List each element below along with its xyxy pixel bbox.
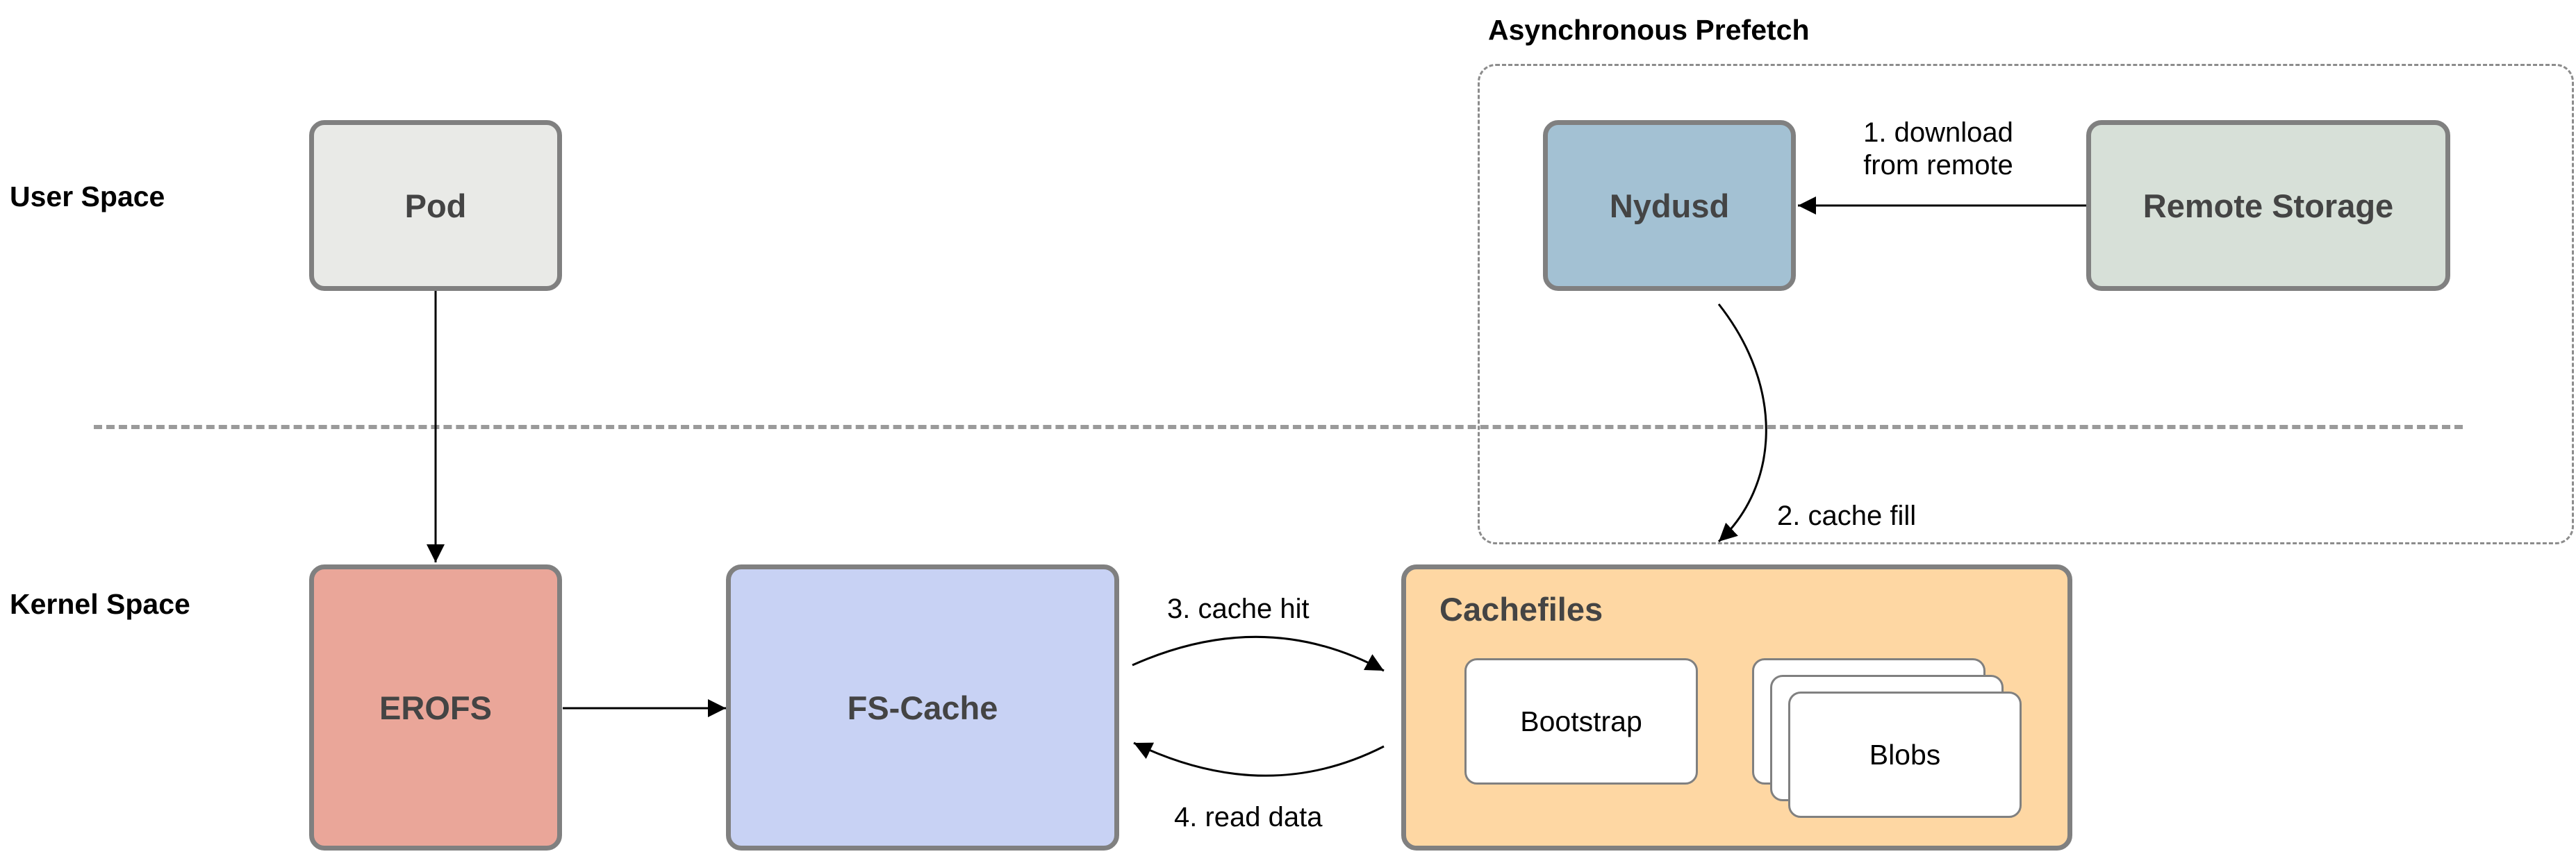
nydusd-node: Nydusd — [1543, 120, 1796, 291]
edge-cache-hit — [1132, 635, 1385, 672]
cachefiles-label: Cachefiles — [1439, 591, 1603, 628]
fscache-label: FS-Cache — [847, 689, 998, 726]
pod-label: Pod — [404, 187, 467, 224]
erofs-label: EROFS — [379, 689, 492, 726]
download-label-line1: 1. download — [1863, 117, 2013, 148]
async-prefetch-group — [1478, 64, 2574, 544]
remote-storage-label: Remote Storage — [2142, 187, 2394, 224]
space-divider — [94, 425, 2463, 429]
blobs-label: Blobs — [1869, 738, 1941, 771]
cache-fill-label: 2. cache fill — [1777, 501, 1917, 531]
async-prefetch-title: Asynchronous Prefetch — [1488, 14, 1810, 46]
pod-node: Pod — [309, 120, 562, 291]
nydusd-label: Nydusd — [1609, 187, 1730, 224]
bootstrap-label: Bootstrap — [1520, 705, 1642, 737]
download-label: 1. download from remote — [1834, 117, 2042, 182]
kernel-space-label: Kernel Space — [10, 588, 190, 620]
user-space-label: User Space — [10, 181, 165, 212]
remote-storage-node: Remote Storage — [2086, 120, 2450, 291]
cache-hit-label: 3. cache hit — [1167, 594, 1310, 624]
bootstrap-node: Bootstrap — [1464, 658, 1698, 785]
blobs-node: Blobs — [1788, 692, 2022, 818]
fscache-node: FS-Cache — [726, 564, 1119, 851]
download-label-line2: from remote — [1863, 150, 2013, 181]
erofs-node: EROFS — [309, 564, 562, 851]
edge-cache-fill — [1717, 303, 1767, 543]
read-data-label: 4. read data — [1174, 802, 1323, 832]
cachefiles-node: Cachefiles Bootstrap Blobs — [1401, 564, 2072, 851]
edge-read-data — [1133, 742, 1385, 777]
